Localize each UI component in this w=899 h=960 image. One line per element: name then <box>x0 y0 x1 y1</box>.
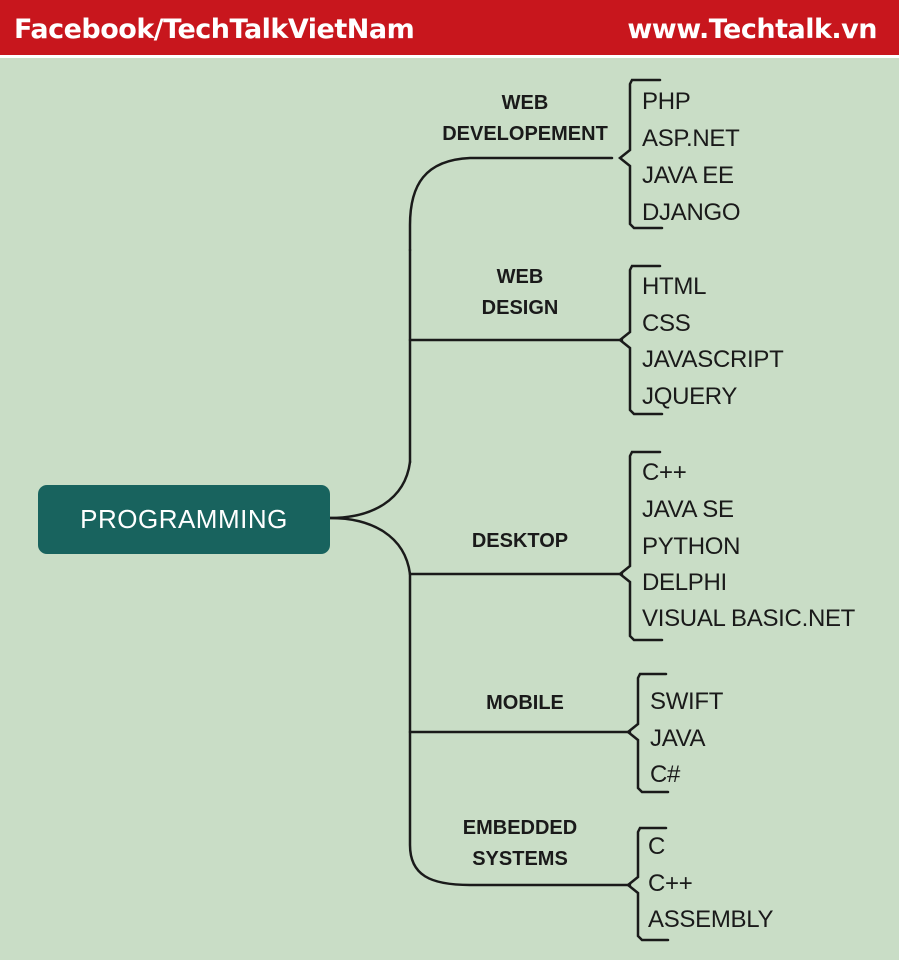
item-java-se: JAVA SE <box>642 496 734 523</box>
website-url-label[interactable]: www.Techtalk.vn <box>627 14 877 45</box>
header-bar: Facebook/TechTalkVietNam www.Techtalk.vn <box>0 0 899 58</box>
item-cpp: C++ <box>642 459 687 486</box>
root-connector-lower <box>328 516 412 576</box>
category-label-line2: SYSTEMS <box>472 848 568 870</box>
category-label-line1: MOBILE <box>486 692 564 714</box>
item-asp-net: ASP.NET <box>642 125 740 152</box>
item-jquery: JQUERY <box>642 383 738 410</box>
bracket-mobile <box>625 672 670 794</box>
category-embedded-systems: EMBEDDED SYSTEMS <box>440 813 600 875</box>
bracket-embedded <box>625 826 670 942</box>
category-web-development: WEB DEVELOPEMENT <box>430 88 620 150</box>
item-swift: SWIFT <box>650 688 724 715</box>
category-mobile: MOBILE <box>445 688 605 719</box>
item-c: C <box>648 833 666 860</box>
category-label-line1: EMBEDDED <box>462 817 578 839</box>
trunk-line <box>408 156 614 464</box>
facebook-page-label[interactable]: Facebook/TechTalkVietNam <box>14 14 415 45</box>
item-visual-basic-net: VISUAL BASIC.NET <box>642 605 856 632</box>
category-label-line1: WEB <box>496 266 544 288</box>
bracket-desktop <box>617 450 664 642</box>
root-node-programming: PROGRAMMING <box>38 485 330 554</box>
category-web-design: WEB DESIGN <box>440 262 600 324</box>
category-label-line2: DEVELOPEMENT <box>442 123 608 145</box>
category-label-line2: DESIGN <box>481 297 559 319</box>
bracket-web-development <box>617 78 664 230</box>
item-assembly: ASSEMBLY <box>648 906 774 933</box>
item-csharp: C# <box>650 761 681 788</box>
root-connector <box>328 460 412 520</box>
item-python: PYTHON <box>642 533 741 560</box>
item-delphi: DELPHI <box>642 569 727 596</box>
item-javascript: JAVASCRIPT <box>642 346 784 373</box>
item-css: CSS <box>642 310 691 337</box>
category-label-line1: WEB <box>501 92 549 114</box>
bracket-web-design <box>617 264 664 416</box>
item-java-ee: JAVA EE <box>642 162 734 189</box>
trunk-line-lower <box>408 572 632 887</box>
category-label-line1: DESKTOP <box>471 530 569 552</box>
item-django: DJANGO <box>642 199 741 226</box>
item-cpp-embedded: C++ <box>648 870 693 897</box>
item-html: HTML <box>642 273 707 300</box>
category-desktop: DESKTOP <box>440 526 600 557</box>
item-java: JAVA <box>650 725 706 752</box>
item-php: PHP <box>642 88 691 115</box>
